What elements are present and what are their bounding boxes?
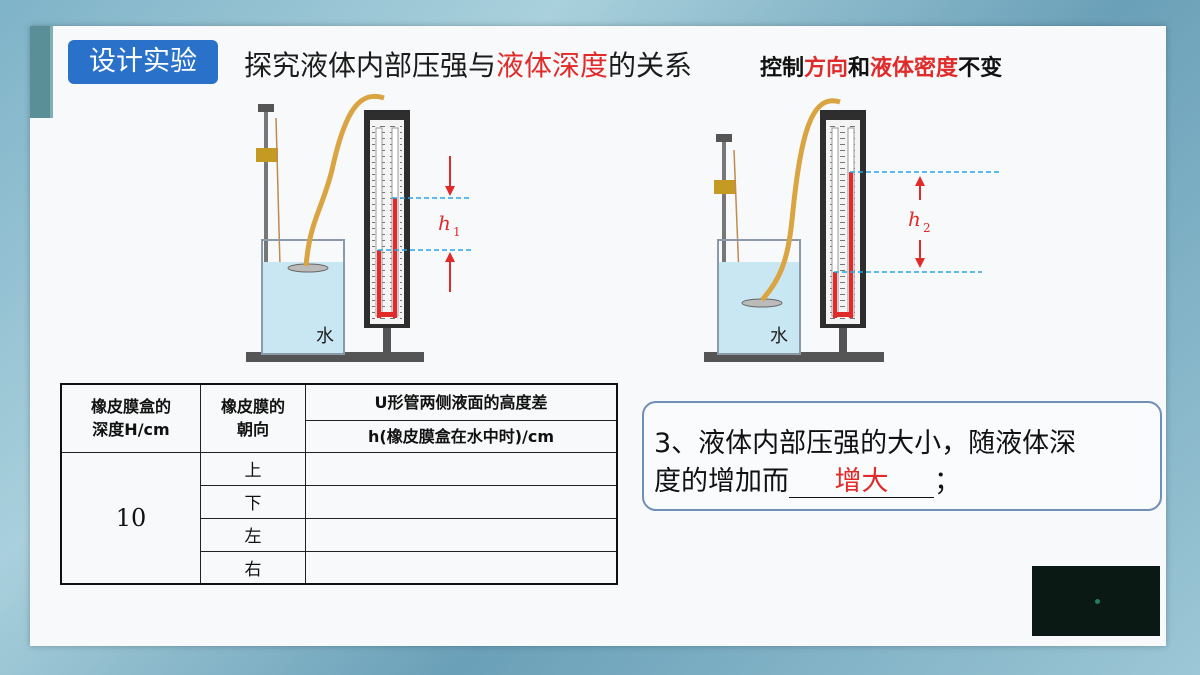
control-highlight-direction: 方向 xyxy=(804,56,849,81)
rubber-hose xyxy=(760,98,841,302)
header-height-diff: U形管两侧液面的高度差 xyxy=(305,383,618,421)
title-part-1: 探究液体内部压强与 xyxy=(244,49,497,82)
video-thumbnail[interactable] xyxy=(1032,566,1160,636)
conclusion-end: ； xyxy=(934,466,961,497)
rubber-membrane-box xyxy=(741,298,783,308)
h2-subscript: 2 xyxy=(923,221,931,235)
header-depth: 橡皮膜盒的深度H/cm xyxy=(60,383,201,453)
direction-cell: 下 xyxy=(200,484,306,519)
water-label-left: 水 xyxy=(316,326,334,347)
stand-knob xyxy=(716,134,732,142)
h2-label: h xyxy=(908,207,921,231)
rubber-hose xyxy=(303,93,385,267)
table-row: 左 xyxy=(61,517,618,552)
h1-label: h xyxy=(438,211,451,235)
apparatus-left: h 1 水 xyxy=(246,93,474,362)
water-label-right: 水 xyxy=(770,326,788,347)
direction-cell: 上 xyxy=(200,451,306,486)
conclusion-line-1: 3、液体内部压强的大小，随液体深 xyxy=(654,428,1077,459)
control-text-3: 不变 xyxy=(958,56,1003,81)
direction-cell: 右 xyxy=(200,550,306,585)
right-liquid-column xyxy=(393,198,397,318)
table-row: 右 xyxy=(61,550,618,585)
stand-clamp xyxy=(714,180,736,194)
stand-rod xyxy=(264,108,268,354)
control-text-1: 控制 xyxy=(760,56,805,81)
data-table: 橡皮膜盒的深度H/cm 橡皮膜的朝向 U形管两侧液面的高度差 h(橡皮膜盒在水中… xyxy=(60,383,618,585)
header-direction: 橡皮膜的朝向 xyxy=(200,383,306,453)
table-row: 10 上 xyxy=(60,451,618,585)
header-height-diff-sub: h(橡皮膜盒在水中时)/cm xyxy=(305,419,618,453)
height-diff-cell[interactable] xyxy=(305,484,618,519)
beaker xyxy=(717,239,801,355)
slide-title: 探究液体内部压强与液体深度的关系 xyxy=(244,44,692,84)
base-plate xyxy=(704,352,884,362)
height-diff-cell[interactable] xyxy=(305,517,618,552)
video-indicator-dot xyxy=(1095,599,1100,604)
title-part-2: 的关系 xyxy=(608,49,693,82)
beaker xyxy=(261,239,345,355)
title-highlight: 液体深度 xyxy=(496,49,609,82)
direction-cell: 左 xyxy=(200,517,306,552)
conclusion-box: 3、液体内部压强的大小，随液体深 度的增加而增大； xyxy=(642,401,1162,511)
control-text-2: 和 xyxy=(848,56,871,81)
answer-blank[interactable]: 增大 xyxy=(789,467,934,498)
conclusion-text: 度的增加而 xyxy=(654,466,789,497)
stand-rod xyxy=(722,138,726,354)
right-liquid-column xyxy=(849,172,853,318)
height-diff-cell[interactable] xyxy=(305,451,618,486)
stand-clamp xyxy=(256,148,278,162)
design-experiment-tag: 设计实验 xyxy=(68,40,218,84)
depth-value: 10 xyxy=(60,451,201,585)
stand-knob xyxy=(258,104,274,112)
water xyxy=(719,262,799,353)
control-highlight-density: 液体密度 xyxy=(870,56,959,81)
conclusion-line-2: 度的增加而增大； xyxy=(654,459,961,498)
height-diff-cell[interactable] xyxy=(305,550,618,585)
control-variables-note: 控制方向和液体密度不变 xyxy=(760,50,1002,82)
left-liquid-column xyxy=(833,272,837,318)
slide-side-bar xyxy=(30,26,53,118)
h1-subscript: 1 xyxy=(453,225,461,239)
apparatus-right: h 2 水 xyxy=(704,98,1000,362)
base-plate xyxy=(246,352,424,362)
left-liquid-column xyxy=(377,250,381,318)
water xyxy=(263,262,343,353)
